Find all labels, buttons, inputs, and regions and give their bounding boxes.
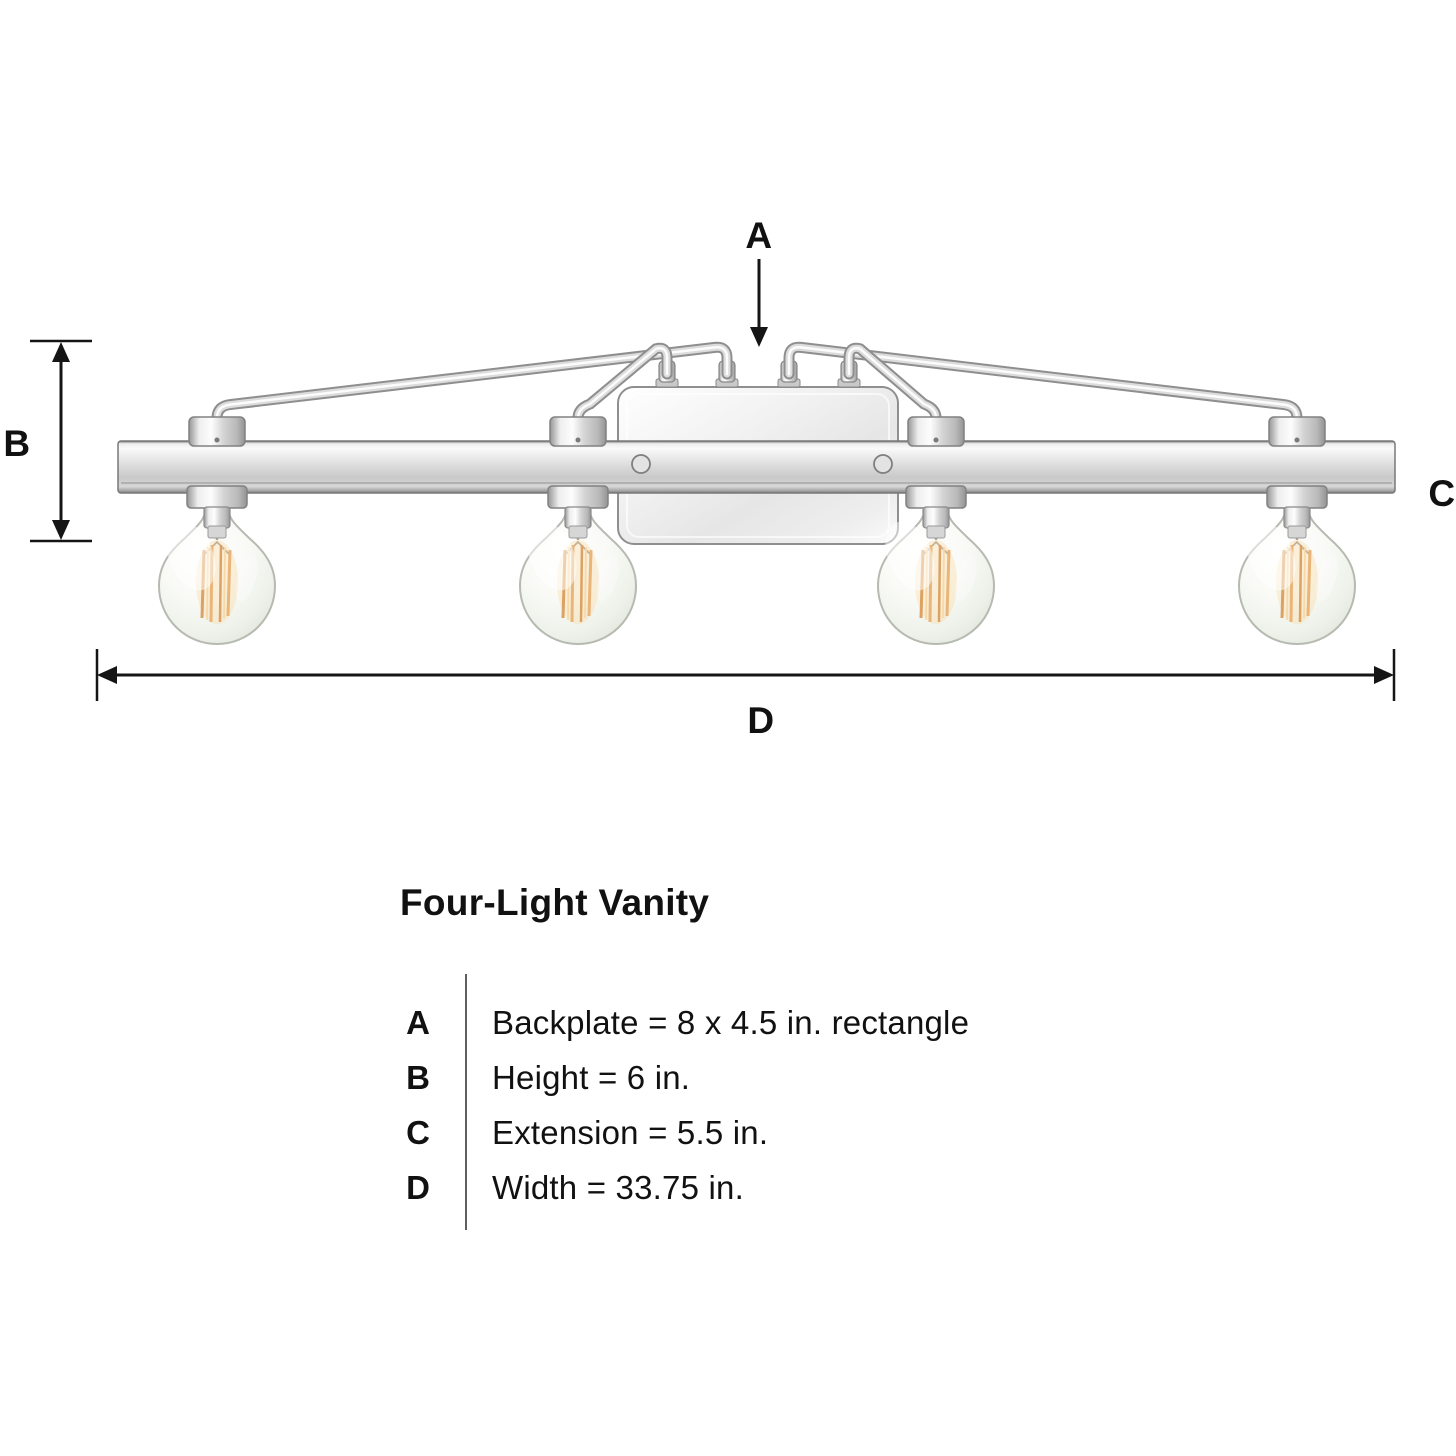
legend-row-letter: A <box>406 1003 430 1041</box>
legend-divider <box>465 974 467 1230</box>
legend-spec-table: A Backplate = 8 x 4.5 in. rectangle B He… <box>400 995 1160 1215</box>
mounting-arms <box>211 341 1303 436</box>
dimension-label-c: C <box>1428 473 1456 514</box>
legend-row-height: B Height = 6 in. <box>400 1050 1160 1105</box>
arm-outer-left <box>211 341 733 436</box>
dimension-label-d: D <box>747 700 775 741</box>
dimension-arrow-a <box>750 259 768 347</box>
rail-screw-left <box>631 454 651 474</box>
legend-title: Four-Light Vanity <box>400 882 710 923</box>
legend-row-extension: C Extension = 5.5 in. <box>400 1105 1160 1160</box>
dimension-label-b: B <box>3 423 31 464</box>
legend-row-letter: D <box>406 1168 430 1206</box>
legend-row-width: D Width = 33.75 in. <box>400 1160 1160 1215</box>
dimension-extent-b <box>30 339 92 543</box>
legend-row-value: Height = 6 in. <box>492 1058 691 1096</box>
legend-row-value: Extension = 5.5 in. <box>492 1113 769 1151</box>
arm-inner-right <box>843 342 942 436</box>
rail-screw-right <box>873 454 893 474</box>
arm-mount-stubs <box>655 360 861 388</box>
arm-outer-right <box>783 341 1303 436</box>
dimension-label-a: A <box>745 215 773 256</box>
legend-row-value: Width = 33.75 in. <box>492 1168 744 1206</box>
legend-row-value: Backplate = 8 x 4.5 in. rectangle <box>492 1003 970 1041</box>
legend-row-letter: C <box>406 1113 430 1151</box>
legend-row-letter: B <box>406 1058 430 1096</box>
arm-inner-left <box>572 342 673 436</box>
legend-row-backplate: A Backplate = 8 x 4.5 in. rectangle <box>400 995 1160 1050</box>
dimension-extent-d <box>95 649 1396 701</box>
light-rail <box>117 440 1396 494</box>
